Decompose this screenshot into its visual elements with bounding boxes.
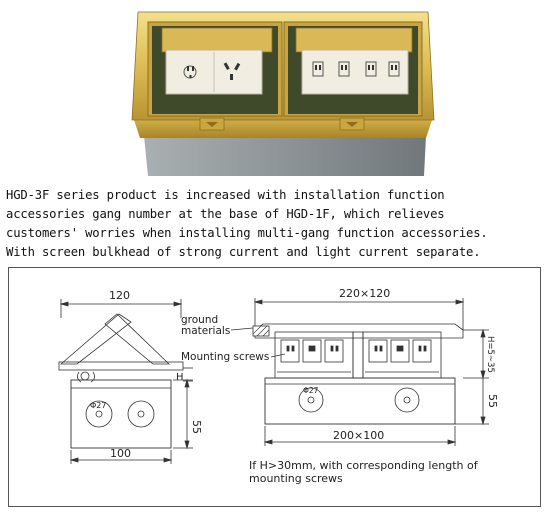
label-materials: materials xyxy=(181,325,230,337)
front-hole-label: Φ27 xyxy=(303,386,319,395)
label-mounting-screws: Mounting screws xyxy=(181,351,269,363)
product-photo xyxy=(131,11,435,176)
product-description: HGD-3F series product is increased with … xyxy=(6,186,542,262)
front-h-range: H=5~35 xyxy=(485,336,495,373)
side-height-dim: 55 xyxy=(190,420,203,434)
front-base-dim: 200×100 xyxy=(333,429,384,442)
front-height-dim: 55 xyxy=(486,394,499,408)
description-line: HGD-3F series product is increased with … xyxy=(6,188,445,202)
technical-drawing: 120 H Φ27 55 100 ground xyxy=(8,267,541,507)
note-line-1: If H>30mm, with corresponding length of xyxy=(249,459,479,472)
note-line-2: mounting screws xyxy=(249,472,343,485)
side-h-label: H xyxy=(176,372,184,383)
label-ground: ground xyxy=(181,314,218,326)
side-bottom-width: 100 xyxy=(110,447,131,460)
front-overall-dim: 220×120 xyxy=(339,287,390,300)
side-top-width: 120 xyxy=(109,289,130,302)
description-line: accessories gang number at the base of H… xyxy=(6,207,445,221)
description-line: customers' worries when installing multi… xyxy=(6,226,488,240)
description-line: With screen bulkhead of strong current a… xyxy=(6,245,481,259)
side-hole-label: Φ27 xyxy=(90,401,106,410)
